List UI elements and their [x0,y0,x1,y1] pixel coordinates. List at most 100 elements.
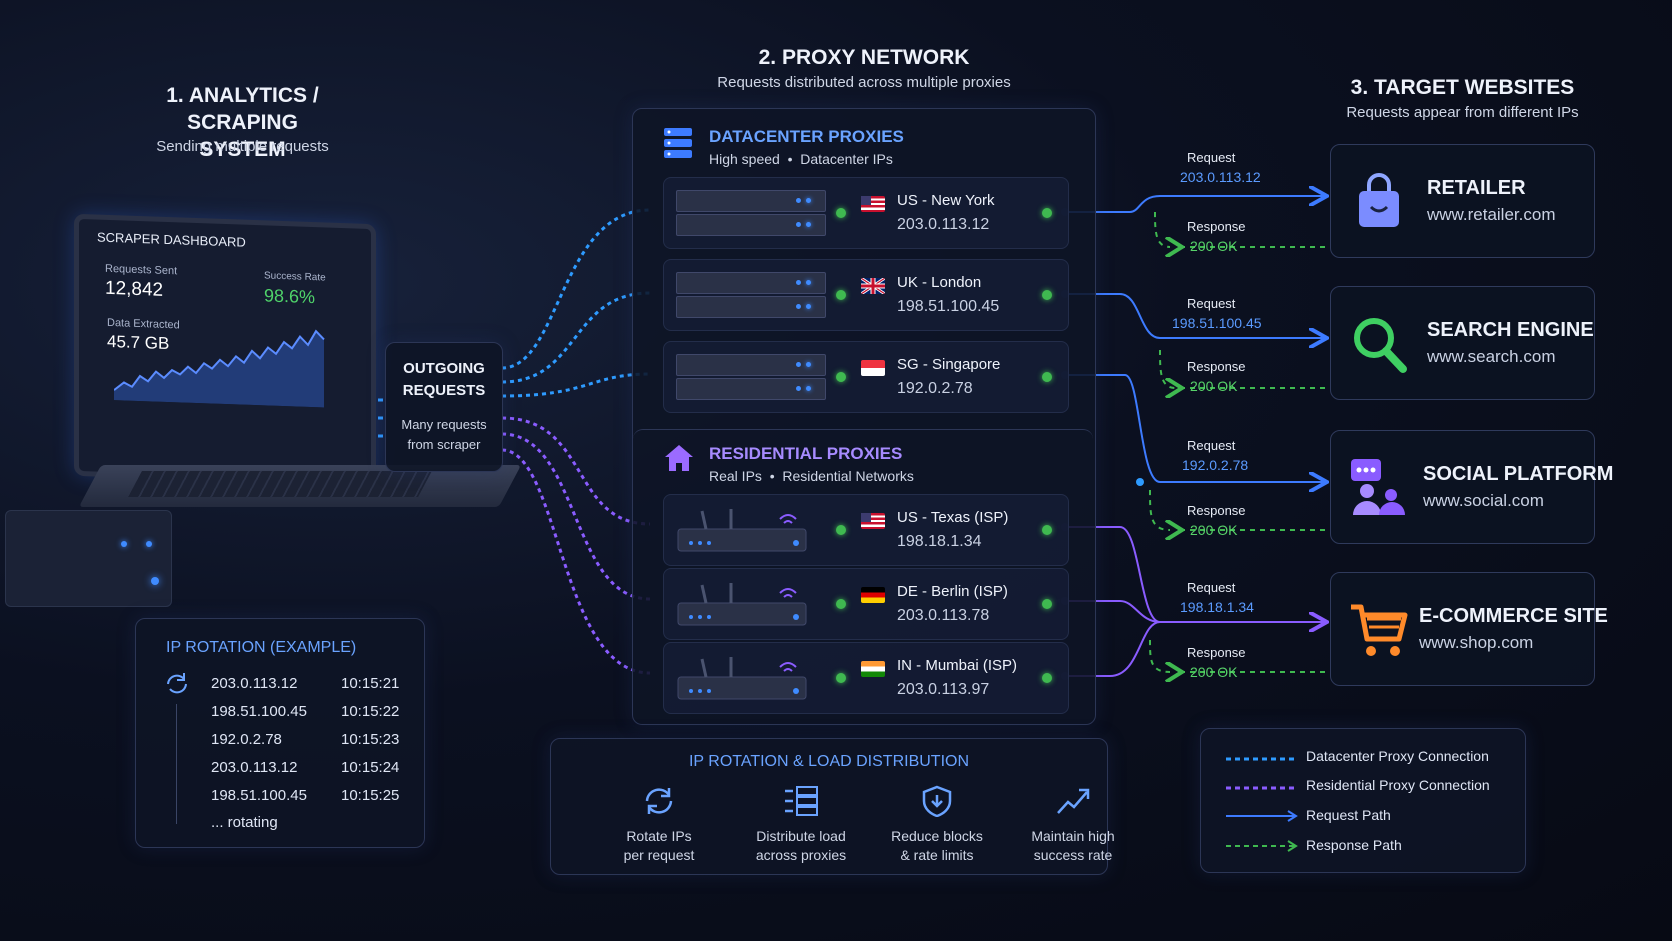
request-label: Request [1187,150,1236,165]
target-card-retailer[interactable]: RETAILER www.retailer.com [1330,144,1595,258]
scraper-section-subtitle: Sending multiple requests [156,138,329,155]
proxy-row-de-berlin[interactable]: DE - Berlin (ISP) 203.0.113.78 [663,568,1069,640]
proxy-row-in-mumbai[interactable]: IN - Mumbai (ISP) 203.0.113.97 [663,642,1069,714]
request-ip: 192.0.2.78 [1182,457,1249,473]
datacenter-subtitle: High speed • Datacenter IPs [709,151,893,167]
proxy-row-sg-singapore[interactable]: SG - Singapore 192.0.2.78 [663,341,1069,413]
load-distribution-title: IP ROTATION & LOAD DISTRIBUTION [688,753,970,770]
requests-sent-value: 12,842 [105,277,164,301]
proxy-location: IN - Mumbai (ISP) [897,657,1018,674]
request-ip: 198.18.1.34 [1180,599,1254,615]
status-dot [836,208,846,218]
legend-swatch-request [1226,810,1298,822]
status-dot [1042,372,1052,382]
target-name: SOCIAL PLATFORM [1423,463,1614,485]
proxy-ip: 192.0.2.78 [897,380,973,397]
distribute-icon [785,786,818,816]
proxy-location: UK - London [897,274,982,291]
laptop-screen: SCRAPER DASHBOARD Requests Sent 12,842 S… [74,213,376,487]
scraper-section-title: 1. ANALYTICS / SCRAPING SYSTEM [166,84,319,161]
request-label: Request [1187,580,1236,595]
status-dot [1042,208,1052,218]
datacenter-title: DATACENTER PROXIES [709,127,904,146]
status-dot [1042,673,1052,683]
target-url[interactable]: www.social.com [1423,491,1544,510]
feature-reduce-blocks: Reduce blocks& rate limits [867,785,1007,865]
rotation-timeline [176,704,177,824]
legend-label: Request Path [1306,807,1391,823]
residential-request-paths [1065,526,1325,677]
proxy-ip: 198.51.100.45 [897,298,1000,315]
response-status: 200 OK [1190,378,1238,394]
rotation-footer: ... rotating [211,814,278,831]
proxy-network-panel: DATACENTER PROXIES High speed • Datacent… [632,108,1096,725]
local-server-box [5,510,172,607]
status-dot [836,372,846,382]
shopping-cart-icon [1351,604,1408,656]
de-flag-icon [861,587,885,603]
target-card-search-engine[interactable]: SEARCH ENGINE www.search.com [1330,286,1595,400]
targets-section-subtitle: Requests appear from different IPs [1346,104,1579,121]
target-name: E-COMMERCE SITE [1419,605,1608,627]
response-label: Response [1187,359,1246,374]
target-url[interactable]: www.shop.com [1419,633,1534,652]
laptop: SCRAPER DASHBOARD Requests Sent 12,842 S… [70,213,530,535]
legend-swatch-response [1226,840,1298,852]
target-url[interactable]: www.search.com [1427,347,1556,366]
rotate-icon [645,788,673,814]
response-status: 200 OK [1190,238,1238,254]
target-card-ecommerce-site[interactable]: E-COMMERCE SITE www.shop.com [1330,572,1608,686]
residential-title: RESIDENTIAL PROXIES [709,444,903,463]
refresh-icon [167,673,187,694]
us-flag-icon [861,196,885,212]
router-icon [677,657,807,700]
trend-up-icon [1057,788,1090,814]
router-icon [677,509,807,552]
outgoing-title: OUTGOING REQUESTS [402,360,486,399]
magnifier-icon [1354,318,1407,373]
laptop-keyboard [128,471,432,497]
target-url[interactable]: www.retailer.com [1427,205,1556,224]
proxy-row-us-texas[interactable]: US - Texas (ISP) 198.18.1.34 [663,494,1069,566]
status-dot [1042,599,1052,609]
ip-rotation-title: IP ROTATION (EXAMPLE) [166,639,357,656]
us-flag-icon [861,513,885,529]
shopping-bag-icon [1359,173,1399,227]
success-rate-label: Success Rate [264,270,326,284]
residential-subtitle: Real IPs • Residential Networks [709,468,914,484]
residential-subpanel [633,429,1093,723]
response-paths [1149,211,1325,672]
status-dot [836,599,846,609]
server-stack-icon [664,128,692,158]
status-dot [1042,290,1052,300]
target-name: SEARCH ENGINE [1427,319,1594,341]
proxy-section-subtitle: Requests distributed across multiple pro… [717,74,1011,91]
users-chat-icon [1351,459,1405,515]
request-ip: 203.0.113.12 [1180,169,1261,185]
legend-swatch-residential [1226,786,1298,790]
status-dot [836,290,846,300]
load-distribution-panel: IP ROTATION & LOAD DISTRIBUTION Rotate I… [550,738,1115,875]
sg-flag-icon [861,360,885,376]
request-paths [1065,196,1325,482]
rack-server-icon [676,272,826,318]
outgoing-requests-box: OUTGOING REQUESTS Many requests from scr… [385,342,503,472]
proxy-section-title: 2. PROXY NETWORK [758,46,970,69]
traffic-sparkline [114,329,325,408]
proxy-row-us-new-york[interactable]: US - New York 203.0.113.12 [663,177,1069,249]
request-label: Request [1187,438,1236,453]
legend-label: Residential Proxy Connection [1306,777,1490,793]
proxy-row-uk-london[interactable]: UK - London 198.51.100.45 [663,259,1069,331]
uk-flag-icon [861,278,885,294]
proxy-location: SG - Singapore [897,356,1001,373]
proxy-ip: 203.0.113.97 [897,681,990,698]
target-card-social-platform[interactable]: SOCIAL PLATFORM www.social.com [1330,430,1613,544]
proxy-location: US - New York [897,192,995,209]
